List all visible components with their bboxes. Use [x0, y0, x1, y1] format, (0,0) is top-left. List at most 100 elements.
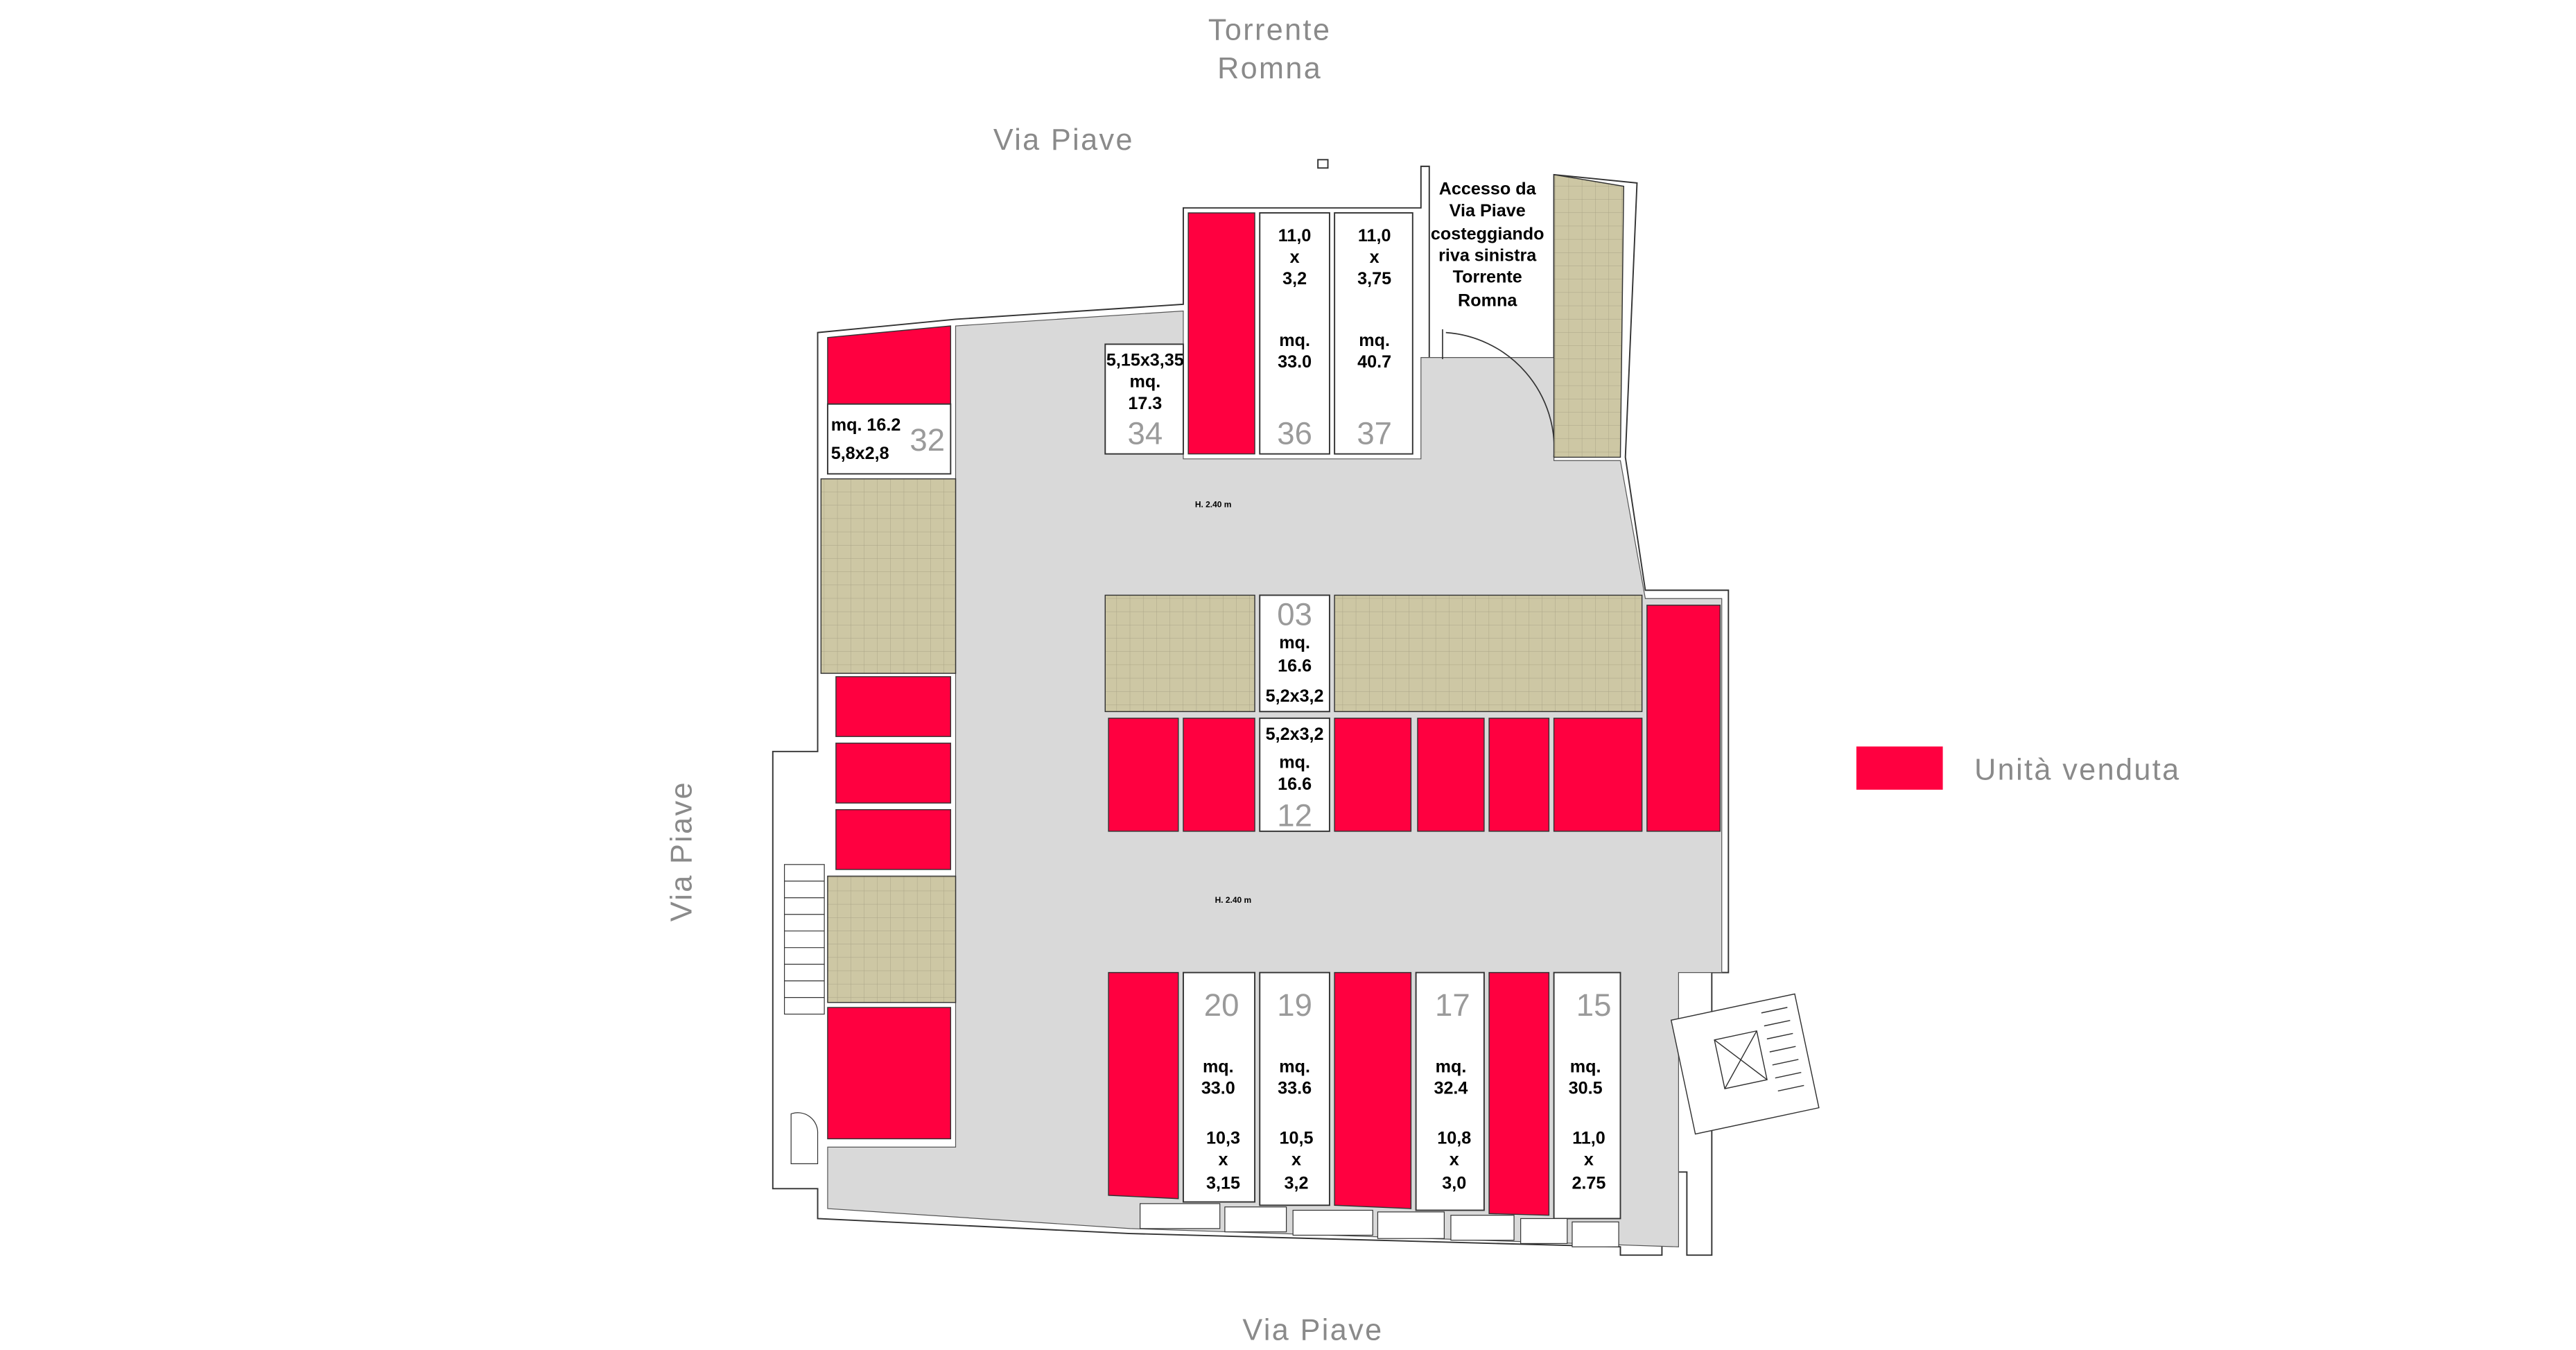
green-area-center-right: [1334, 594, 1643, 712]
unit-19[interactable]: [1259, 971, 1330, 1206]
svg-text:3,75: 3,75: [1357, 269, 1391, 288]
svg-text:mq.: mq.: [1436, 1057, 1467, 1076]
unit-15-labels: 15 mq. 30.5 11,0 x 2.75: [1569, 987, 1612, 1193]
svg-text:Romna: Romna: [1458, 291, 1517, 310]
legend: Unità venduta: [1856, 746, 2180, 790]
svg-text:mq.: mq.: [1129, 372, 1160, 392]
svg-text:33.6: 33.6: [1278, 1079, 1312, 1098]
svg-text:32: 32: [910, 422, 945, 458]
unit-15[interactable]: [1553, 971, 1621, 1220]
bottom-cellars: [1140, 1203, 1619, 1247]
svg-text:5,2x3,2: 5,2x3,2: [1266, 725, 1324, 744]
svg-text:3,15: 3,15: [1206, 1173, 1240, 1193]
unit-middle-sold-1[interactable]: [1108, 718, 1179, 832]
svg-text:3,0: 3,0: [1442, 1173, 1466, 1193]
unit-33-sold[interactable]: [827, 325, 952, 405]
svg-text:3,2: 3,2: [1282, 269, 1307, 288]
svg-text:mq.: mq.: [1279, 753, 1310, 772]
svg-text:x: x: [1219, 1150, 1228, 1170]
unit-20-labels: 20 mq. 33.0 10,3 x 3,15: [1201, 987, 1240, 1193]
unit-left-sold-1[interactable]: [835, 676, 952, 737]
unit-37[interactable]: [1334, 212, 1413, 455]
unit-17[interactable]: [1415, 971, 1485, 1211]
svg-text:x: x: [1584, 1150, 1594, 1170]
street-label-bottom: Via Piave: [1242, 1313, 1383, 1347]
unit-37-labels: 11,0 x 3,75 mq. 40.7 37: [1357, 226, 1392, 451]
svg-text:Torrente: Torrente: [1453, 268, 1522, 287]
svg-text:10,8: 10,8: [1437, 1129, 1471, 1148]
unit-middle-sold-3[interactable]: [1334, 718, 1412, 832]
svg-text:2.75: 2.75: [1572, 1173, 1605, 1193]
unit-16-sold[interactable]: [1488, 971, 1550, 1216]
left-staircase: [783, 864, 825, 1164]
svg-text:costeggiando: costeggiando: [1431, 224, 1544, 243]
svg-text:mq. 16.2: mq. 16.2: [831, 415, 901, 435]
unit-18-sold[interactable]: [1334, 971, 1412, 1209]
unit-35-sold[interactable]: [1187, 212, 1255, 455]
svg-text:x: x: [1450, 1150, 1459, 1170]
unit-left-sold-2[interactable]: [835, 743, 952, 804]
svg-text:32.4: 32.4: [1434, 1079, 1468, 1098]
svg-text:11,0: 11,0: [1358, 226, 1391, 245]
height-label-lower: H. 2.40 m: [1215, 895, 1252, 905]
svg-text:mq.: mq.: [1279, 633, 1310, 652]
unit-19-labels: 19 mq. 33.6 10,5 x 3,2: [1277, 987, 1313, 1193]
svg-text:10,5: 10,5: [1280, 1129, 1314, 1148]
svg-text:10,3: 10,3: [1206, 1129, 1240, 1148]
svg-text:5,2x3,2: 5,2x3,2: [1266, 686, 1324, 706]
river-label-line2: Romna: [1217, 52, 1322, 85]
svg-text:17: 17: [1435, 987, 1470, 1023]
unit-12[interactable]: [1259, 717, 1330, 832]
unit-32-labels: mq. 16.2 5,8x2,8 32: [831, 415, 945, 463]
svg-text:15: 15: [1576, 987, 1612, 1023]
svg-text:Via Piave: Via Piave: [1450, 201, 1526, 220]
svg-text:5,15x3,35: 5,15x3,35: [1106, 351, 1184, 370]
unit-middle-sold-5[interactable]: [1488, 718, 1550, 832]
street-label-top: Via Piave: [993, 123, 1134, 157]
unit-03[interactable]: [1259, 594, 1330, 713]
svg-text:5,8x2,8: 5,8x2,8: [831, 444, 889, 463]
svg-text:20: 20: [1204, 987, 1239, 1023]
access-note: Accesso da Via Piave costeggiando riva s…: [1431, 180, 1544, 311]
svg-text:3,2: 3,2: [1284, 1173, 1308, 1193]
green-area-right: [1553, 174, 1625, 458]
svg-text:17.3: 17.3: [1128, 394, 1162, 413]
svg-text:x: x: [1370, 248, 1380, 267]
svg-text:x: x: [1290, 248, 1300, 267]
unit-32[interactable]: [826, 403, 952, 475]
svg-text:33.0: 33.0: [1201, 1079, 1235, 1098]
svg-text:40.7: 40.7: [1357, 352, 1391, 372]
svg-text:37: 37: [1357, 415, 1392, 451]
unit-middle-sold-2[interactable]: [1183, 718, 1255, 832]
svg-text:mq.: mq.: [1359, 331, 1390, 350]
svg-text:12: 12: [1277, 798, 1312, 833]
unit-left-sold-4[interactable]: [827, 1007, 952, 1140]
unit-34[interactable]: [1104, 343, 1184, 455]
legend-label-sold: Unità venduta: [1974, 754, 2180, 787]
access-door: [1442, 329, 1555, 458]
unit-21-sold[interactable]: [1108, 971, 1179, 1200]
svg-text:30.5: 30.5: [1569, 1079, 1603, 1098]
unit-middle-sold-6[interactable]: [1553, 718, 1643, 832]
svg-text:mq.: mq.: [1570, 1057, 1601, 1076]
svg-text:16.6: 16.6: [1278, 657, 1312, 676]
unit-34-labels: 5,15x3,35 mq. 17.3 34: [1106, 351, 1184, 451]
svg-text:mq.: mq.: [1203, 1057, 1234, 1076]
svg-text:03: 03: [1277, 597, 1312, 632]
svg-text:11,0: 11,0: [1572, 1129, 1605, 1148]
unit-middle-sold-4[interactable]: [1417, 718, 1485, 832]
unit-12-labels: 5,2x3,2 mq. 16.6 12: [1266, 725, 1324, 833]
svg-text:16.6: 16.6: [1278, 774, 1312, 794]
unit-left-sold-3[interactable]: [835, 808, 952, 870]
unit-middle-sold-7[interactable]: [1646, 605, 1721, 832]
green-area-center-left: [1104, 594, 1255, 712]
svg-text:19: 19: [1277, 987, 1312, 1023]
green-area-left-1: [820, 478, 957, 674]
svg-text:11,0: 11,0: [1278, 226, 1312, 245]
unit-36[interactable]: [1259, 212, 1330, 455]
svg-text:x: x: [1291, 1150, 1301, 1170]
unit-20[interactable]: [1183, 971, 1256, 1203]
green-area-left-2: [827, 875, 957, 1003]
svg-text:mq.: mq.: [1279, 1057, 1310, 1076]
